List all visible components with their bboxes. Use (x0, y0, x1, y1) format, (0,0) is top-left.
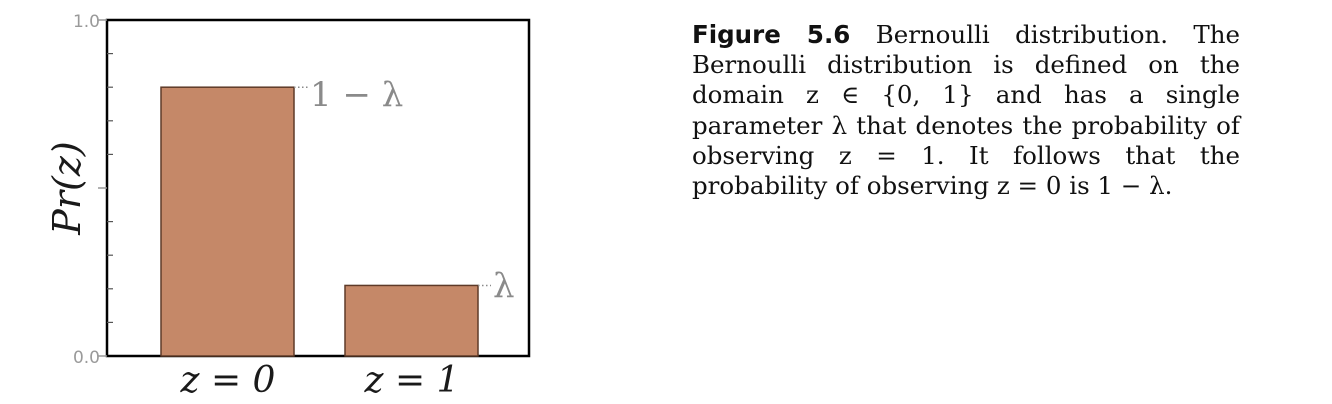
bar-1 (344, 284, 479, 357)
y-axis-ticks (98, 19, 113, 357)
y-tick-label-top: 1.0 (73, 12, 100, 32)
bar-label-0: 1 − λ (310, 75, 403, 115)
y-tick-label-bottom: 0.0 (73, 348, 100, 368)
figure-caption: Figure 5.6 Bernoulli distribution. The B… (692, 20, 1240, 201)
bar-0 (160, 86, 295, 357)
x-tick-label-1: z = 1 (364, 360, 460, 401)
bars (160, 86, 491, 357)
figure-label: Figure 5.6 (692, 20, 851, 49)
x-tick-label-0: z = 0 (180, 360, 276, 401)
y-axis-label: Pr(z) (45, 141, 89, 235)
bar-label-1: λ (493, 266, 515, 306)
figure-caption-text: Bernoulli distribution. The Bernoulli di… (692, 20, 1240, 201)
bernoulli-bar-chart: 1.0 0.0 Pr(z) z = 0 z = 1 1 − λ λ (45, 12, 531, 401)
